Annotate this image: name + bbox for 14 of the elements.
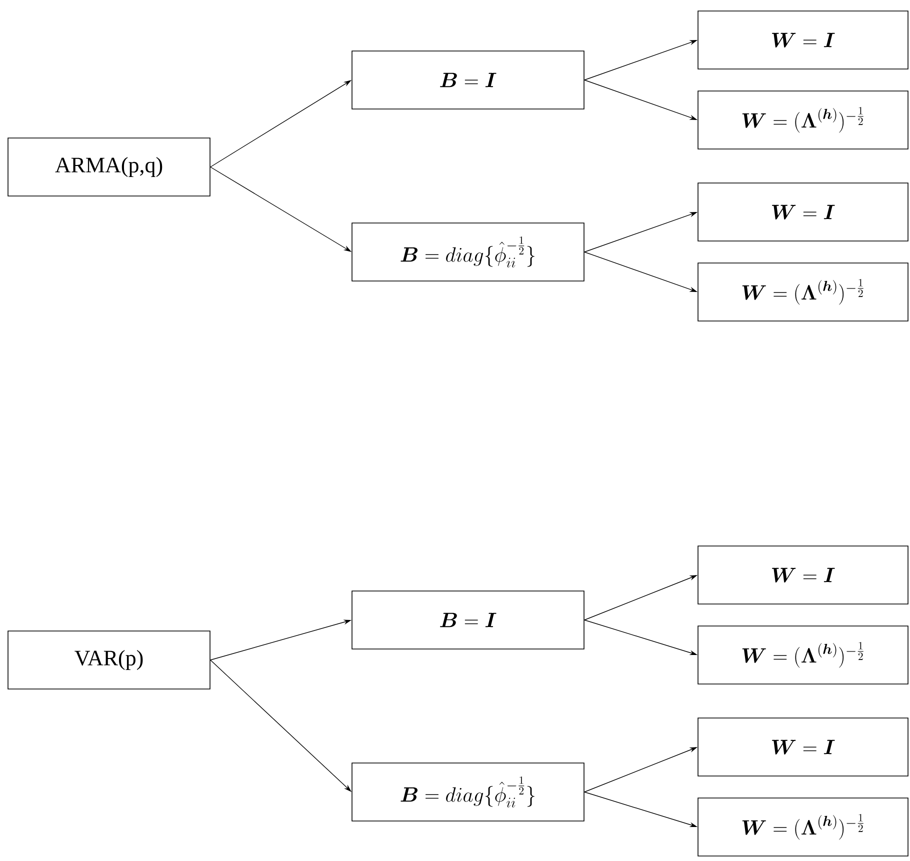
stage-box: $\boldsymbol{B} = \boldsymbol{I}$ <box>352 590 584 650</box>
stage-box: $\boldsymbol{B} = \boldsymbol{I}$ <box>352 50 584 110</box>
result-box: $\boldsymbol{W} = \boldsymbol{I}$ <box>698 10 908 70</box>
model-box: ARMA(p,q) <box>8 138 210 196</box>
result-box: $\boldsymbol{W} = (\boldsymbol{\Lambda}^{(\boldsymbol{h})})^{-\frac{1}{2}}$ <box>698 798 908 856</box>
stage-box: $\boldsymbol{B} = diag\{\hat{\phi}_{ii}^{-\frac{1}{2}}\}$ <box>352 222 584 282</box>
result-box: $\boldsymbol{W} = \boldsymbol{I}$ <box>698 718 908 776</box>
model-box: VAR(p) <box>8 630 210 690</box>
result-box: $\boldsymbol{W} = (\boldsymbol{\Lambda}^{(\boldsymbol{h})})^{-\frac{1}{2}}$ <box>698 262 908 322</box>
result-box: $\boldsymbol{W} = (\boldsymbol{\Lambda}^{(\boldsymbol{h})})^{-\frac{1}{2}}$ <box>698 626 908 684</box>
stage-box: $\boldsymbol{B} = diag\{\hat{\phi}_{ii}^{-\frac{1}{2}}\}$ <box>352 762 584 822</box>
result-box: $\boldsymbol{W} = \boldsymbol{I}$ <box>698 546 908 604</box>
result-box: $\boldsymbol{W} = \boldsymbol{I}$ <box>698 182 908 242</box>
result-box: $\boldsymbol{W} = (\boldsymbol{\Lambda}^{(\boldsymbol{h})})^{-\frac{1}{2}}$ <box>698 90 908 150</box>
